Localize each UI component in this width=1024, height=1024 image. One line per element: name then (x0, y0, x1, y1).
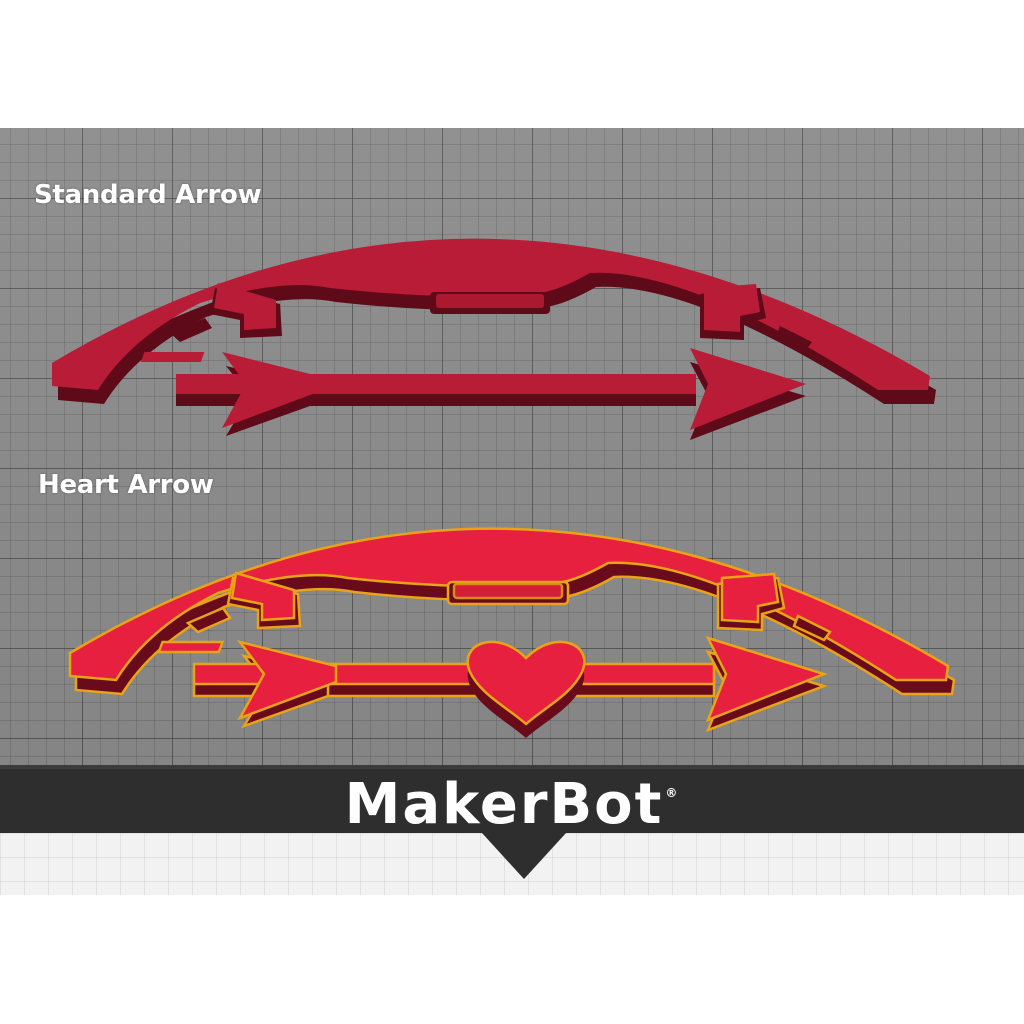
heart-arrow-model[interactable] (157, 636, 826, 738)
heart-arrow-label: Heart Arrow (38, 470, 214, 500)
registered-mark: ® (665, 786, 680, 800)
standard-arrow-model[interactable] (140, 348, 807, 440)
brand-bar (0, 765, 1024, 833)
brand-bar-accent (0, 765, 1024, 769)
models-canvas (52, 238, 956, 738)
standard-arrow-label: Standard Arrow (34, 180, 262, 210)
brand-name: MakerBot (344, 772, 664, 837)
brand-pointer (482, 833, 566, 879)
makerbot-logo: MakerBot® (0, 772, 1024, 837)
build-plate-viewport[interactable]: Standard Arrow Heart Arrow (0, 128, 1024, 765)
